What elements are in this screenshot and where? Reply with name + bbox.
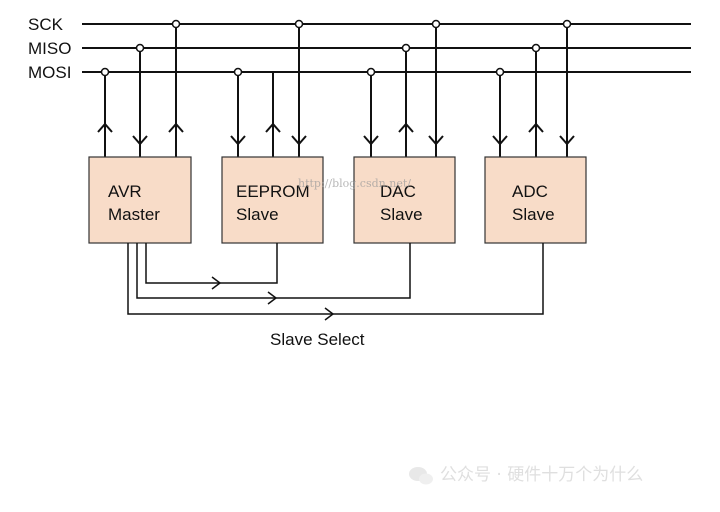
junction-node (171, 19, 181, 29)
wechat-icon (409, 467, 433, 485)
arrow-up-icon (528, 122, 544, 133)
adc-slave-line2: Slave (512, 205, 555, 224)
sck-label: SCK (28, 15, 64, 34)
arrow-down-icon (559, 135, 575, 146)
avr-master-box (88, 156, 192, 244)
footer-watermark-text: 公众号 · 硬件十万个为什么 (440, 465, 643, 485)
arrow-down-icon (363, 135, 379, 146)
ss-adc-line (127, 243, 544, 315)
eeprom-slave-line1: EEPROM (236, 182, 310, 201)
junction-node (495, 67, 505, 77)
arrow-up-icon (398, 122, 414, 133)
junction-node (100, 67, 110, 77)
junction-node (294, 19, 304, 29)
dac-slave-line2: Slave (380, 205, 423, 224)
bus-lines (82, 23, 691, 73)
avr-master-line1: AVR (108, 182, 142, 201)
junction-node (401, 43, 411, 53)
junction-nodes (100, 19, 572, 77)
slave-select-caption: Slave Select (270, 330, 365, 349)
signal-wires (104, 24, 568, 157)
arrow-down-icon (132, 135, 148, 146)
arrow-down-icon (230, 135, 246, 146)
dac-slave-line1: DAC (380, 182, 416, 201)
junction-node (531, 43, 541, 53)
arrow-down-icon (492, 135, 508, 146)
direction-arrows (97, 122, 575, 146)
eeprom-slave-line2: Slave (236, 205, 279, 224)
junction-node (366, 67, 376, 77)
eeprom-slave-box (221, 156, 324, 244)
ss-dac-line (136, 243, 411, 299)
mosi-label: MOSI (28, 63, 71, 82)
arrow-right-icon (267, 291, 278, 305)
dac-slave-box (353, 156, 456, 244)
arrow-down-icon (291, 135, 307, 146)
junction-node (562, 19, 572, 29)
ss-eeprom-line (145, 243, 278, 284)
url-watermark: http://blog.csdn.net/ (298, 177, 411, 190)
arrow-up-icon (265, 122, 281, 133)
avr-master-line2: Master (108, 205, 160, 224)
junction-node (135, 43, 145, 53)
adc-slave-box (484, 156, 587, 244)
arrow-right-icon (324, 307, 335, 321)
adc-slave-line1: ADC (512, 182, 548, 201)
arrow-right-icon (211, 276, 222, 290)
miso-label: MISO (28, 39, 71, 58)
junction-node (431, 19, 441, 29)
slave-select-lines (127, 243, 544, 321)
junction-node (233, 67, 243, 77)
device-boxes (88, 156, 587, 244)
arrow-down-icon (428, 135, 444, 146)
footer-watermark-group: 公众号 · 硬件十万个为什么 (409, 465, 643, 485)
arrow-up-icon (97, 122, 113, 133)
arrow-up-icon (168, 122, 184, 133)
